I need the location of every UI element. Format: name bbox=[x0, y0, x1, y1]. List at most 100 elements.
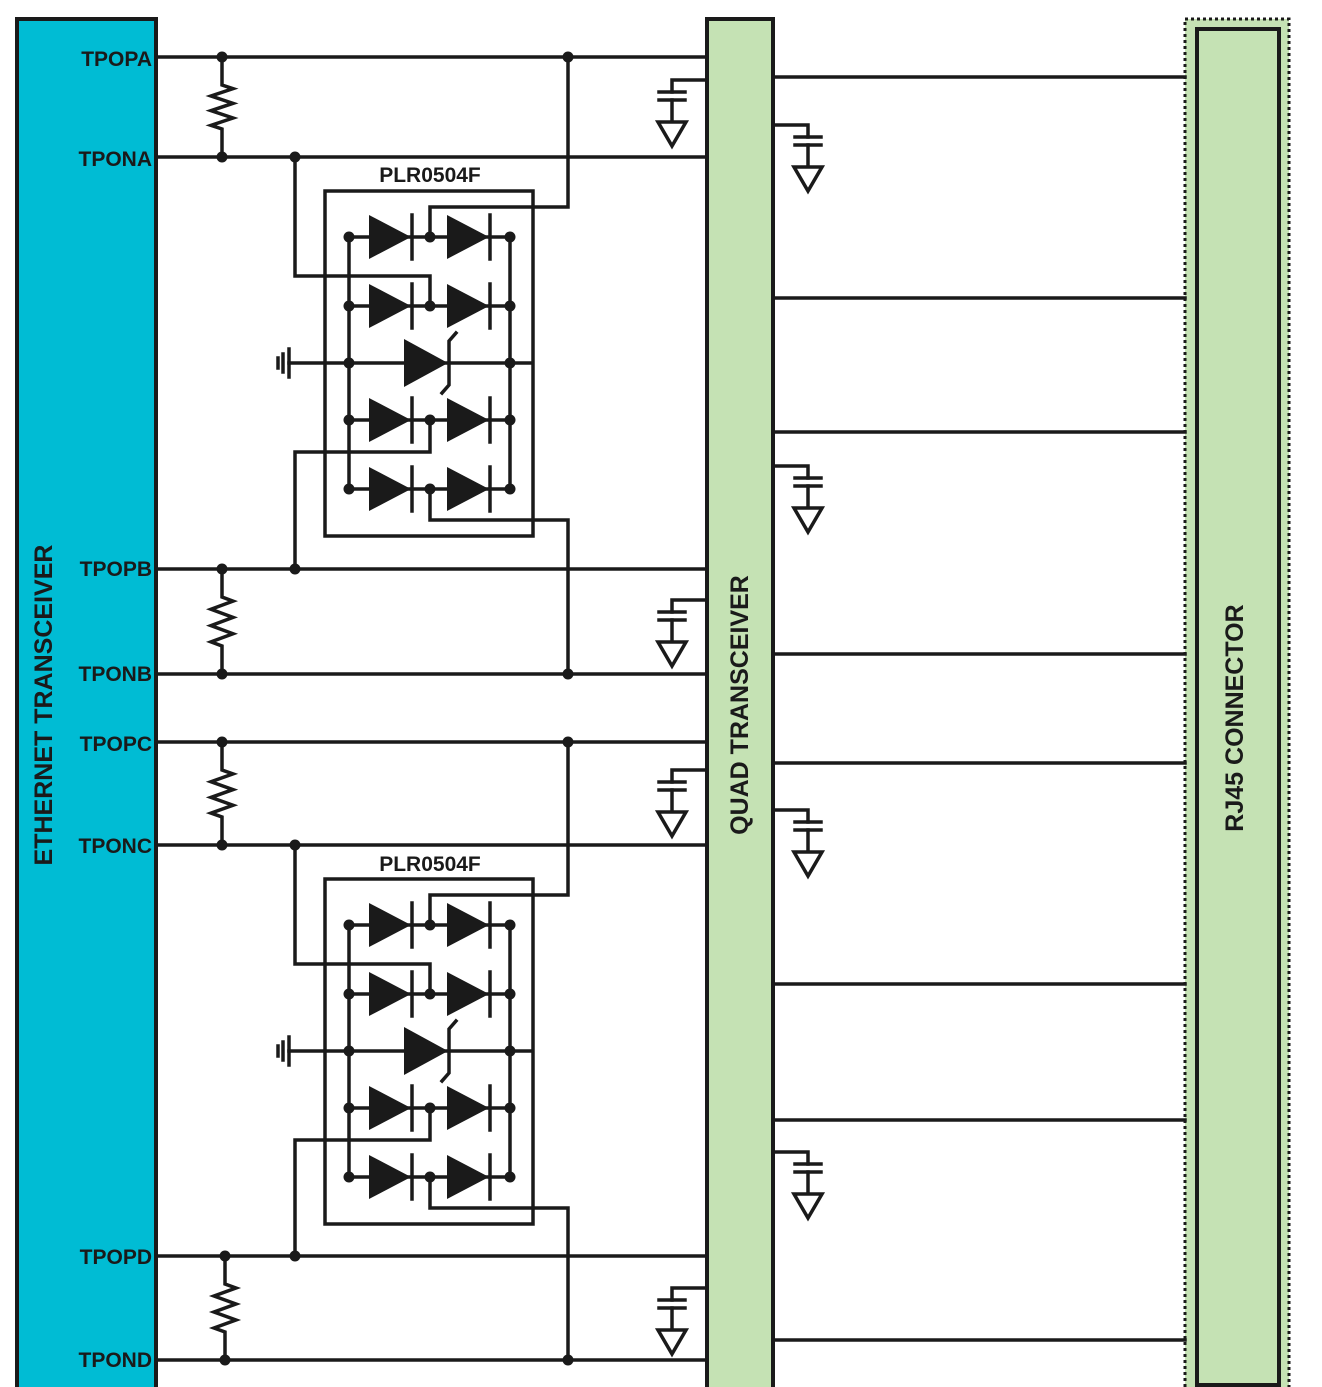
resistor-zigzag bbox=[205, 567, 239, 676]
ground-icon bbox=[790, 506, 826, 536]
diode-triangle bbox=[369, 903, 411, 947]
capacitor-ground bbox=[654, 768, 709, 840]
junction-dot bbox=[289, 1250, 301, 1262]
junction-dot bbox=[289, 563, 301, 575]
diode-triangle bbox=[369, 1155, 411, 1199]
ground-icon bbox=[790, 165, 826, 195]
chassis-ground-icon bbox=[276, 1035, 291, 1067]
protection-chip-label-2: PLR0504F bbox=[379, 853, 481, 876]
diode bbox=[369, 1153, 414, 1201]
junction-dot bbox=[216, 736, 228, 748]
resistor bbox=[205, 55, 239, 159]
diode bbox=[447, 396, 492, 444]
junction-dot bbox=[343, 357, 355, 369]
junction-dot bbox=[343, 300, 355, 312]
junction-dot bbox=[504, 231, 516, 243]
ethernet-transceiver-block bbox=[15, 17, 158, 1387]
capacitor-ground bbox=[654, 598, 709, 670]
diode-triangle bbox=[447, 972, 489, 1016]
ground-icon bbox=[790, 1192, 826, 1222]
junction-dot bbox=[343, 919, 355, 931]
diode-triangle bbox=[447, 1086, 489, 1130]
junction-dot bbox=[216, 563, 228, 575]
chassis-ground-icon bbox=[276, 347, 291, 379]
junction-dot bbox=[504, 300, 516, 312]
ground-icon bbox=[790, 850, 826, 880]
tap-positive-a bbox=[428, 740, 570, 927]
ethernet-transceiver-label: ETHERNET TRANSCEIVER bbox=[30, 545, 58, 866]
tap-negative-b bbox=[428, 1175, 570, 1362]
zener-bar bbox=[439, 1018, 459, 1084]
diode-triangle bbox=[447, 215, 489, 259]
pin-label-tponc: TPONC bbox=[79, 835, 153, 858]
diode bbox=[369, 213, 414, 261]
ground-icon bbox=[654, 1328, 690, 1358]
junction-dot bbox=[343, 988, 355, 1000]
resistor-zigzag bbox=[208, 1254, 242, 1362]
junction-dot bbox=[562, 1354, 574, 1366]
tap-positive-b bbox=[293, 418, 432, 571]
junction-dot bbox=[562, 736, 574, 748]
junction-dot bbox=[504, 1171, 516, 1183]
diode-triangle bbox=[447, 284, 489, 328]
junction-dot bbox=[343, 483, 355, 495]
junction-dot bbox=[504, 988, 516, 1000]
ground-icon bbox=[654, 810, 690, 840]
junction-dot bbox=[343, 231, 355, 243]
ground-icon bbox=[654, 120, 690, 150]
diode-triangle bbox=[369, 1086, 411, 1130]
junction-dot bbox=[504, 919, 516, 931]
protection-chip bbox=[276, 51, 574, 680]
diode bbox=[369, 1084, 414, 1132]
diode bbox=[369, 282, 414, 330]
junction-dot bbox=[504, 414, 516, 426]
protection-chip-label-1: PLR0504F bbox=[379, 164, 481, 187]
capacitor-ground bbox=[771, 1150, 826, 1222]
junction-dot bbox=[343, 1102, 355, 1114]
cap-lead bbox=[771, 808, 810, 824]
tap-negative-b bbox=[428, 487, 570, 676]
capacitor-ground bbox=[771, 464, 826, 536]
zener-bar bbox=[439, 330, 459, 396]
cap-lead bbox=[670, 598, 709, 614]
diode bbox=[447, 465, 492, 513]
pin-label-tpona: TPONA bbox=[79, 148, 153, 171]
diode bbox=[369, 465, 414, 513]
diode-triangle bbox=[447, 1155, 489, 1199]
capacitor-ground bbox=[654, 1286, 709, 1358]
junction-dot bbox=[562, 51, 574, 63]
capacitor-ground bbox=[771, 123, 826, 195]
junction-dot bbox=[216, 668, 228, 680]
diode bbox=[447, 1084, 492, 1132]
diode bbox=[369, 970, 414, 1018]
diode-triangle bbox=[447, 398, 489, 442]
tap-positive-a bbox=[428, 55, 570, 239]
junction-dot bbox=[562, 668, 574, 680]
zener-triangle bbox=[404, 1027, 448, 1075]
diode-triangle bbox=[369, 467, 411, 511]
diode bbox=[447, 213, 492, 261]
pin-label-tponb: TPONB bbox=[79, 663, 153, 686]
diode-triangle bbox=[369, 398, 411, 442]
junction-dot bbox=[216, 51, 228, 63]
resistor bbox=[205, 740, 239, 847]
junction-dot bbox=[216, 151, 228, 163]
junction-dot bbox=[504, 483, 516, 495]
rj45-link-lines bbox=[771, 75, 1187, 1342]
zener-diode bbox=[404, 1018, 459, 1084]
protection-chip bbox=[276, 736, 574, 1366]
pin-label-tpopc: TPOPC bbox=[80, 733, 152, 756]
diode bbox=[447, 1153, 492, 1201]
tap-negative-a bbox=[293, 843, 432, 996]
cap-lead bbox=[670, 1286, 709, 1302]
tap-positive-b bbox=[293, 1106, 432, 1258]
junction-dot bbox=[504, 1102, 516, 1114]
pin-label-tpopb: TPOPB bbox=[80, 558, 152, 581]
junction-dot bbox=[343, 1045, 355, 1057]
diode-triangle bbox=[447, 903, 489, 947]
resistor bbox=[208, 1254, 242, 1362]
quad-transceiver-label: QUAD TRANSCEIVER bbox=[726, 575, 754, 835]
junction-dot bbox=[219, 1250, 231, 1262]
diode bbox=[447, 901, 492, 949]
